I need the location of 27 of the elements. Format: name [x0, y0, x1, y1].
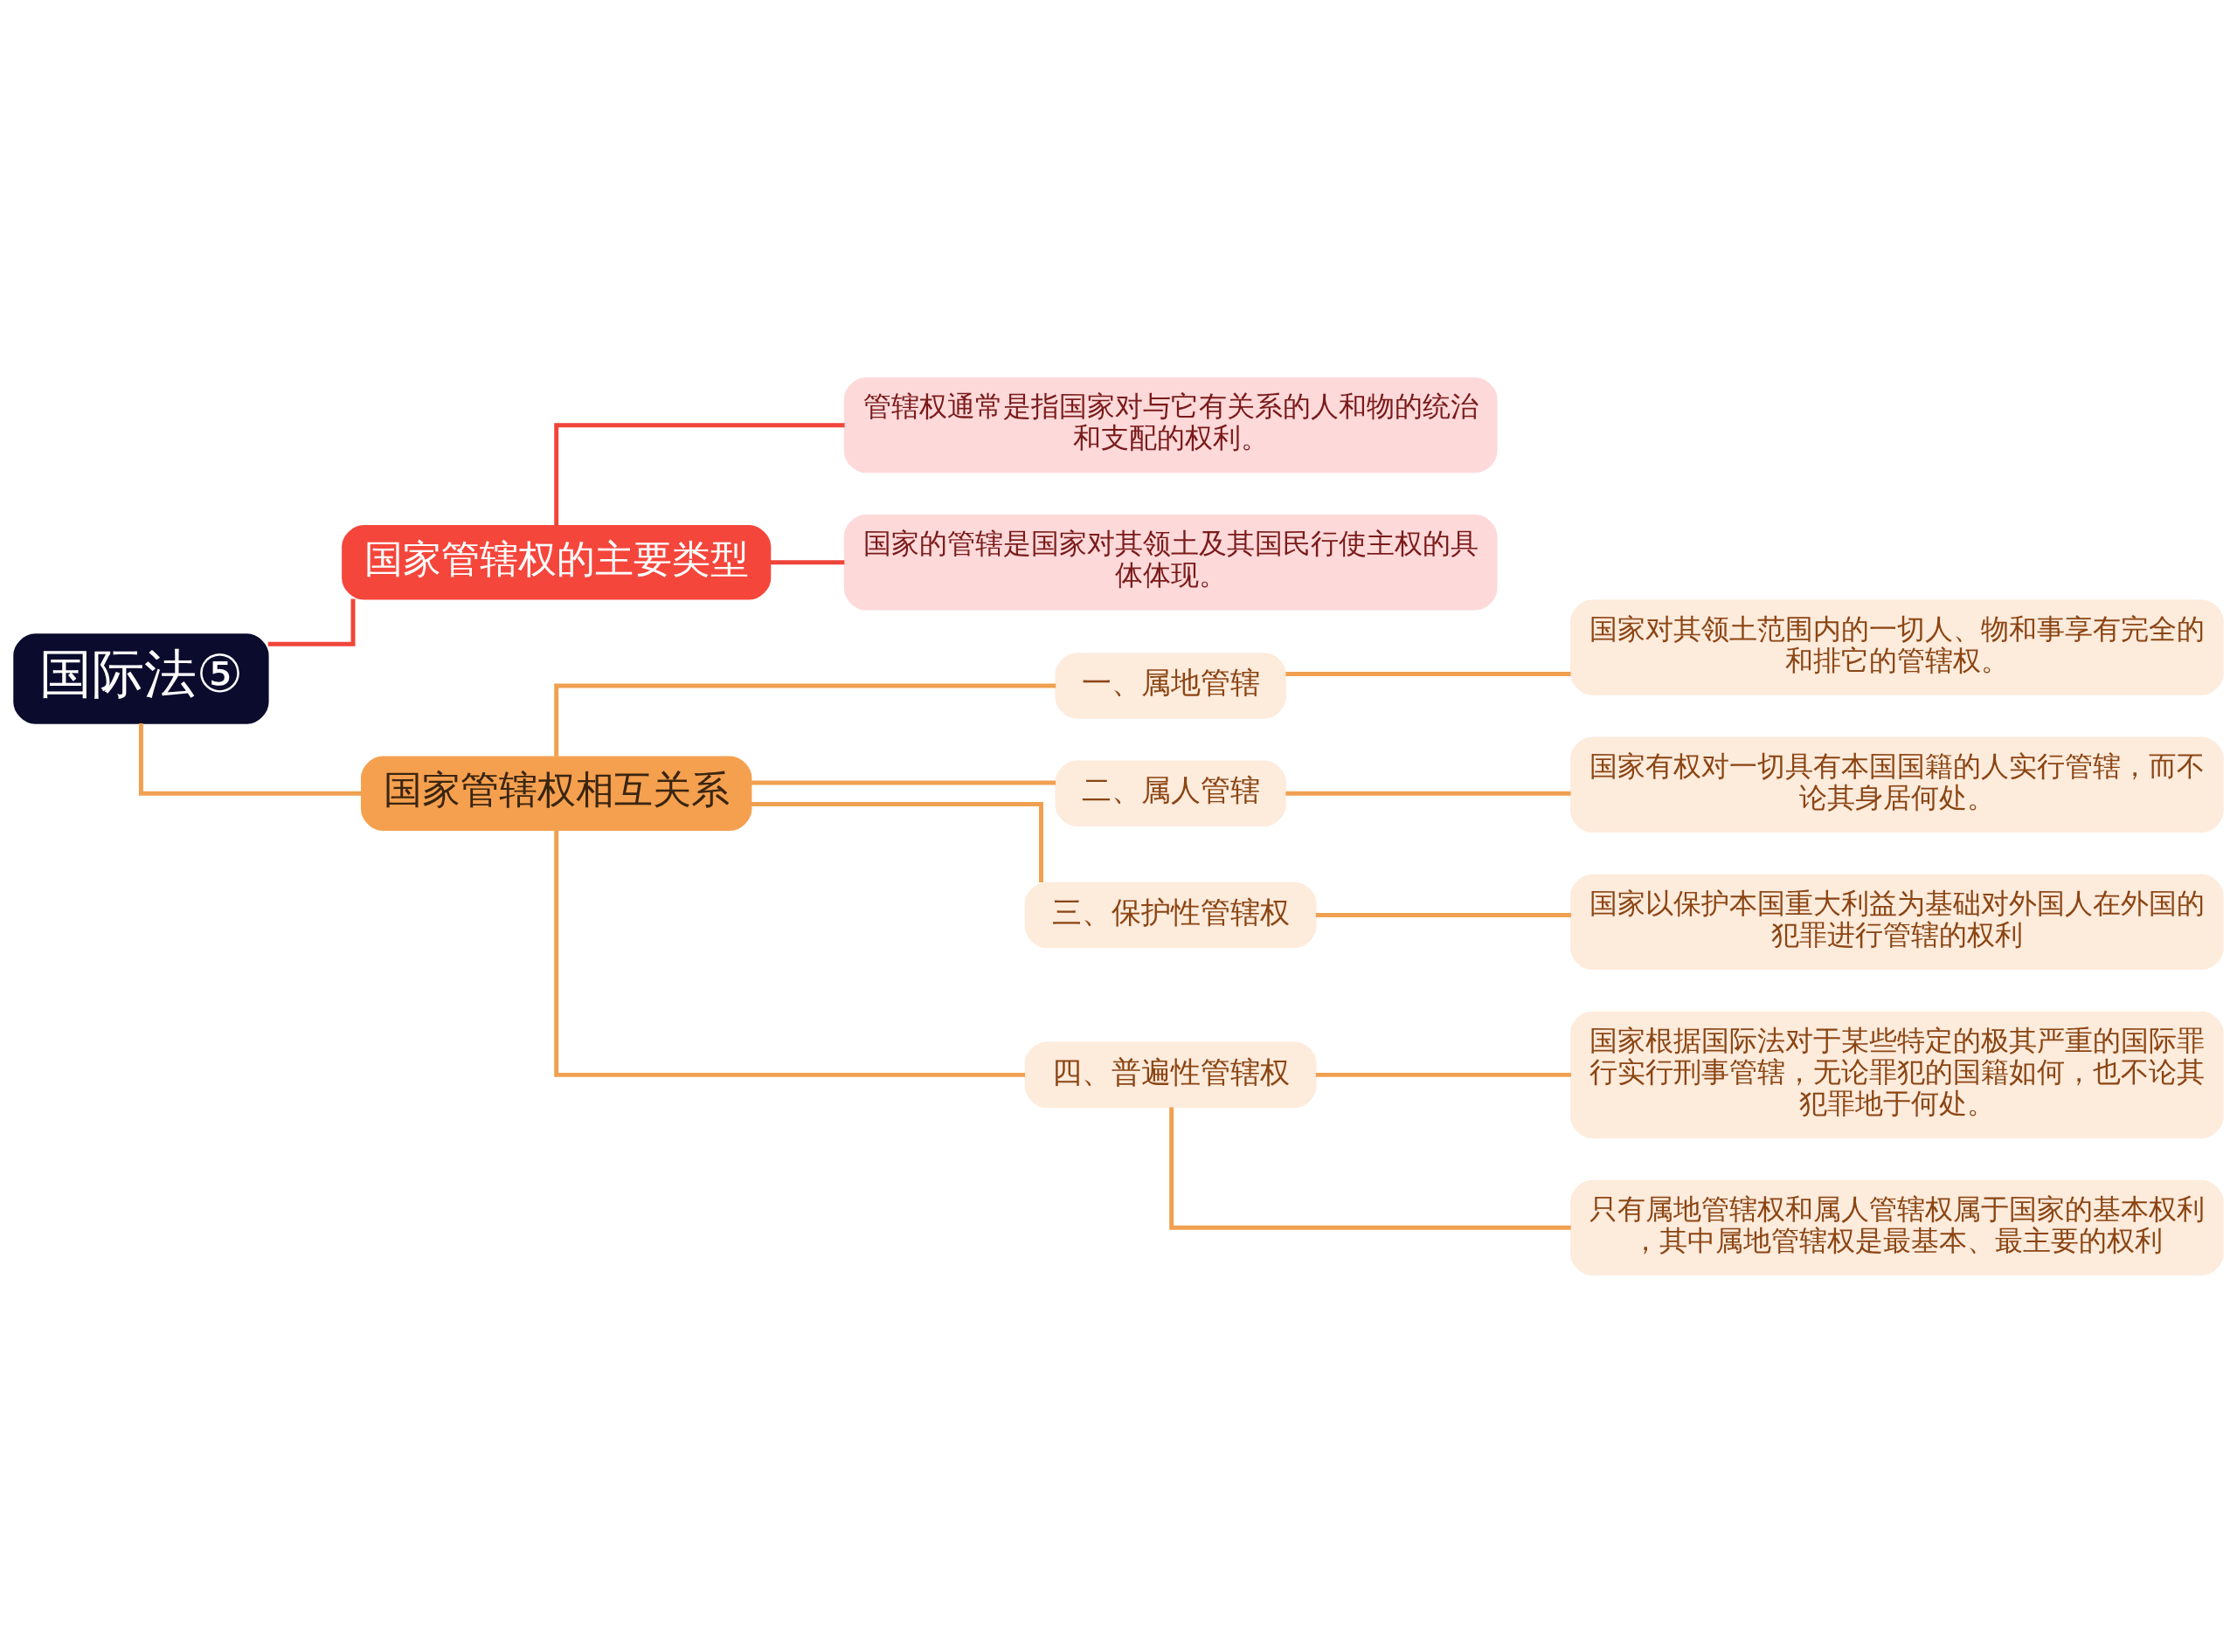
node-box: 国家对其领土范围内的一切人、物和事享有完全的和排它的管辖权。: [1570, 599, 2224, 695]
connector: [751, 801, 1043, 882]
connector: [1315, 912, 1571, 917]
node-box: 管辖权通常是指国家对与它有关系的人和物的统治和支配的权利。: [843, 377, 1498, 473]
node-box: 二、属人管辖: [1055, 759, 1286, 826]
connector: [138, 722, 362, 796]
node-box: 国际法⑤: [13, 632, 269, 724]
node-box: 国家管辖权相互关系: [361, 755, 752, 831]
connector: [770, 559, 845, 564]
node-box: 四、普遍性管辖权: [1024, 1041, 1317, 1108]
node-box: 一、属地管辖: [1055, 652, 1286, 719]
connector: [751, 779, 1056, 785]
connector: [1169, 1106, 1571, 1230]
node-box: 国家的管辖是国家对其领土及其国民行使主权的具体体现。: [843, 514, 1498, 610]
connector: [1315, 1072, 1571, 1077]
connector: [554, 829, 1026, 1077]
connector: [1285, 671, 1571, 676]
connector: [554, 422, 845, 526]
node-box: 国家根据国际法对于某些特定的极其严重的国际罪行实行刑事管辖，无论罪犯的国籍如何，也不论其犯罪地于何处。: [1570, 1011, 2224, 1138]
node-box: 国家有权对一切具有本国国籍的人实行管辖，而不论其身居何处。: [1570, 736, 2224, 833]
connector: [267, 598, 356, 646]
node-box: 只有属地管辖权和属人管辖权属于国家的基本权利，其中属地管辖权是最基本、最主要的权利: [1570, 1179, 2224, 1275]
node-box: 国家以保护本国重大利益为基础对外国人在外国的犯罪进行管辖的权利: [1570, 874, 2224, 970]
node-box: 三、保护性管辖权: [1024, 881, 1317, 948]
connector: [1285, 791, 1571, 796]
connector: [554, 682, 1056, 757]
node-box: 国家管辖权的主要类型: [342, 524, 772, 599]
